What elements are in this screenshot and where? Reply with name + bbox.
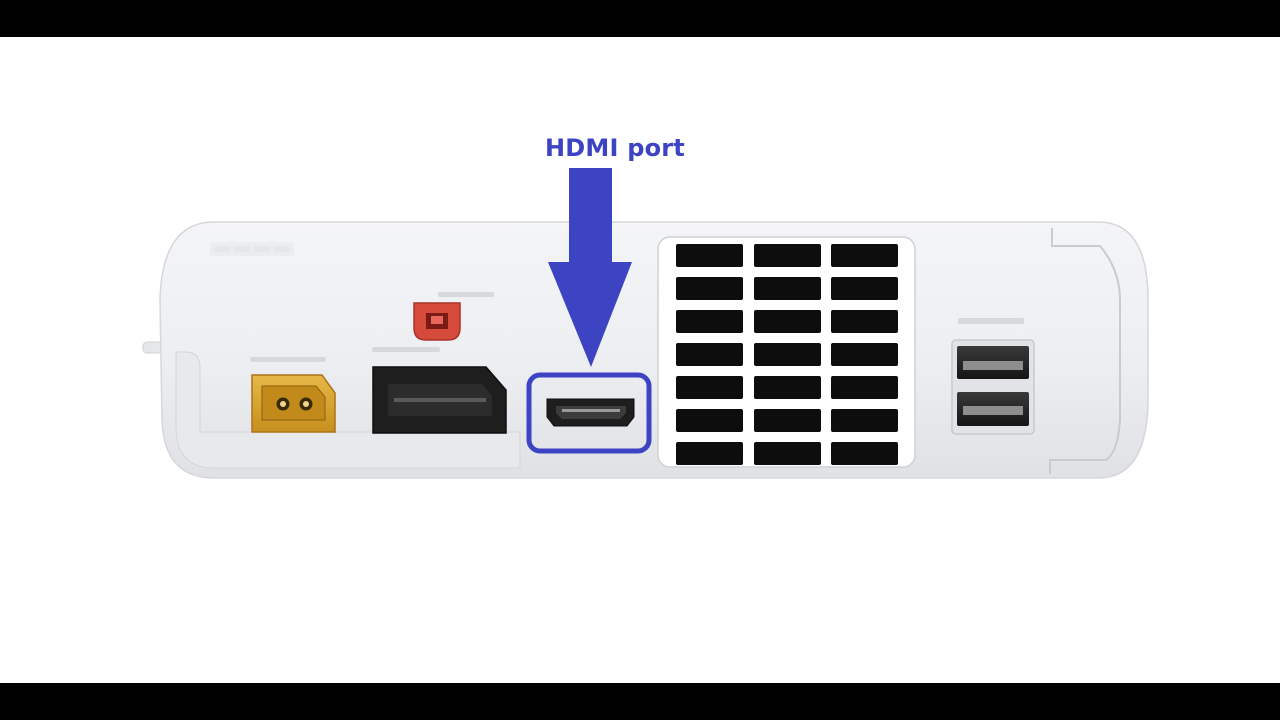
vent-slot: [676, 310, 743, 333]
letterbox-top: [0, 0, 1280, 37]
vent-slot: [831, 244, 898, 267]
embossed-marking-usb: [958, 318, 1024, 324]
callout-label: HDMI port: [545, 134, 685, 162]
letterbox-bottom: [0, 683, 1280, 720]
vent-slot: [754, 277, 821, 300]
vent-slot: [831, 442, 898, 465]
embossed-marking-av: [372, 347, 440, 352]
vent-slot: [754, 376, 821, 399]
vent-slot: [754, 409, 821, 432]
embossed-marking-power: [250, 357, 326, 362]
vent-slot: [676, 376, 743, 399]
vent-slot: [831, 409, 898, 432]
cooling-vent: [657, 236, 916, 468]
vent-slot: [676, 277, 743, 300]
vent-slot: [754, 244, 821, 267]
vent-slot: [754, 310, 821, 333]
right-trim: [1049, 228, 1121, 474]
power-port: [251, 374, 336, 433]
vent-slot: [831, 277, 898, 300]
vent-slot: [831, 343, 898, 366]
embossed-logo: [210, 242, 294, 256]
hdmi-port: [546, 398, 635, 427]
av-multi-out-port: [372, 366, 507, 434]
embossed-marking-sensor: [438, 292, 494, 297]
vent-slot: [676, 442, 743, 465]
vent-slot: [676, 244, 743, 267]
vent-slot: [831, 310, 898, 333]
vent-slot: [676, 343, 743, 366]
vent-slot: [754, 343, 821, 366]
vent-slot: [831, 376, 898, 399]
hdmi-highlight-box: [526, 372, 652, 454]
vent-slot: [754, 442, 821, 465]
vent-slot: [676, 409, 743, 432]
arrow-down-icon: [548, 168, 632, 367]
usb-port-block: [951, 339, 1035, 435]
lower-panel-recess: [175, 351, 521, 469]
usb-port-lower: [957, 392, 1029, 426]
usb-port-upper: [957, 346, 1029, 379]
sensor-bar-port: [413, 302, 461, 341]
